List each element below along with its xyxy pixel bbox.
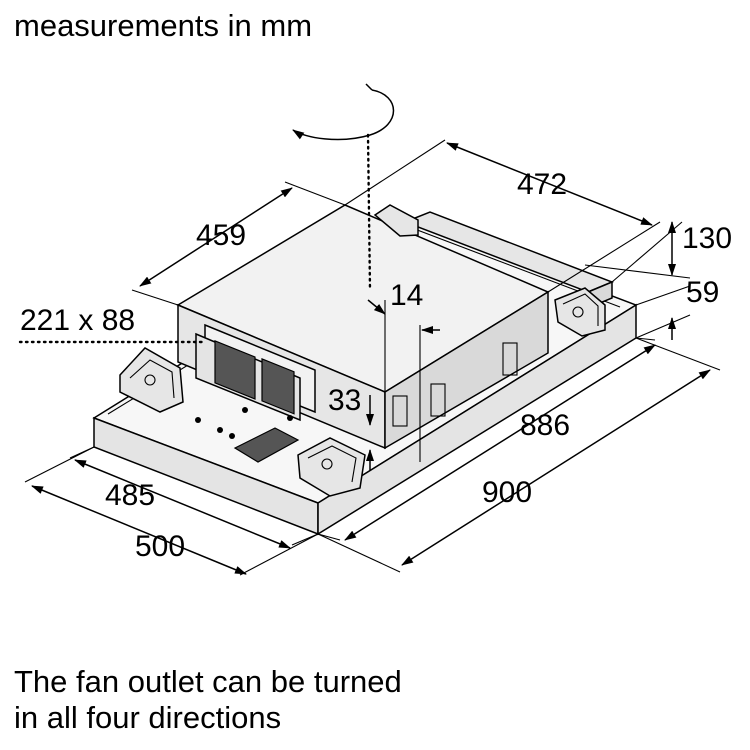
bracket-top: [373, 204, 419, 237]
dim-label-33: 33: [328, 384, 361, 417]
dim-label-130: 130: [682, 222, 732, 255]
bracket-left: [119, 347, 184, 413]
dim-label-59: 59: [686, 276, 719, 309]
caption-line-1: The fan outlet can be turned: [14, 664, 402, 699]
page-title: measurements in mm: [14, 8, 313, 43]
caption-line-2: in all four directions: [14, 700, 282, 735]
fan-outlet: [195, 323, 316, 422]
dim-label-485: 485: [105, 479, 155, 512]
dim-label-886: 886: [520, 409, 570, 442]
dim-label-459: 459: [196, 219, 246, 252]
dimension-lines: [18, 139, 721, 576]
bracket-right-rear: [554, 287, 606, 337]
caption: The fan outlet can be turned in all four…: [14, 664, 402, 736]
dim-label-900: 900: [482, 476, 532, 509]
dim-label-14: 14: [390, 279, 423, 312]
rotation-arrow-icon: [292, 83, 395, 292]
plate-details: [195, 407, 300, 463]
dim-label-221x88: 221 x 88: [20, 304, 135, 337]
dim-label-500: 500: [135, 530, 185, 563]
dim-label-472: 472: [517, 168, 567, 201]
